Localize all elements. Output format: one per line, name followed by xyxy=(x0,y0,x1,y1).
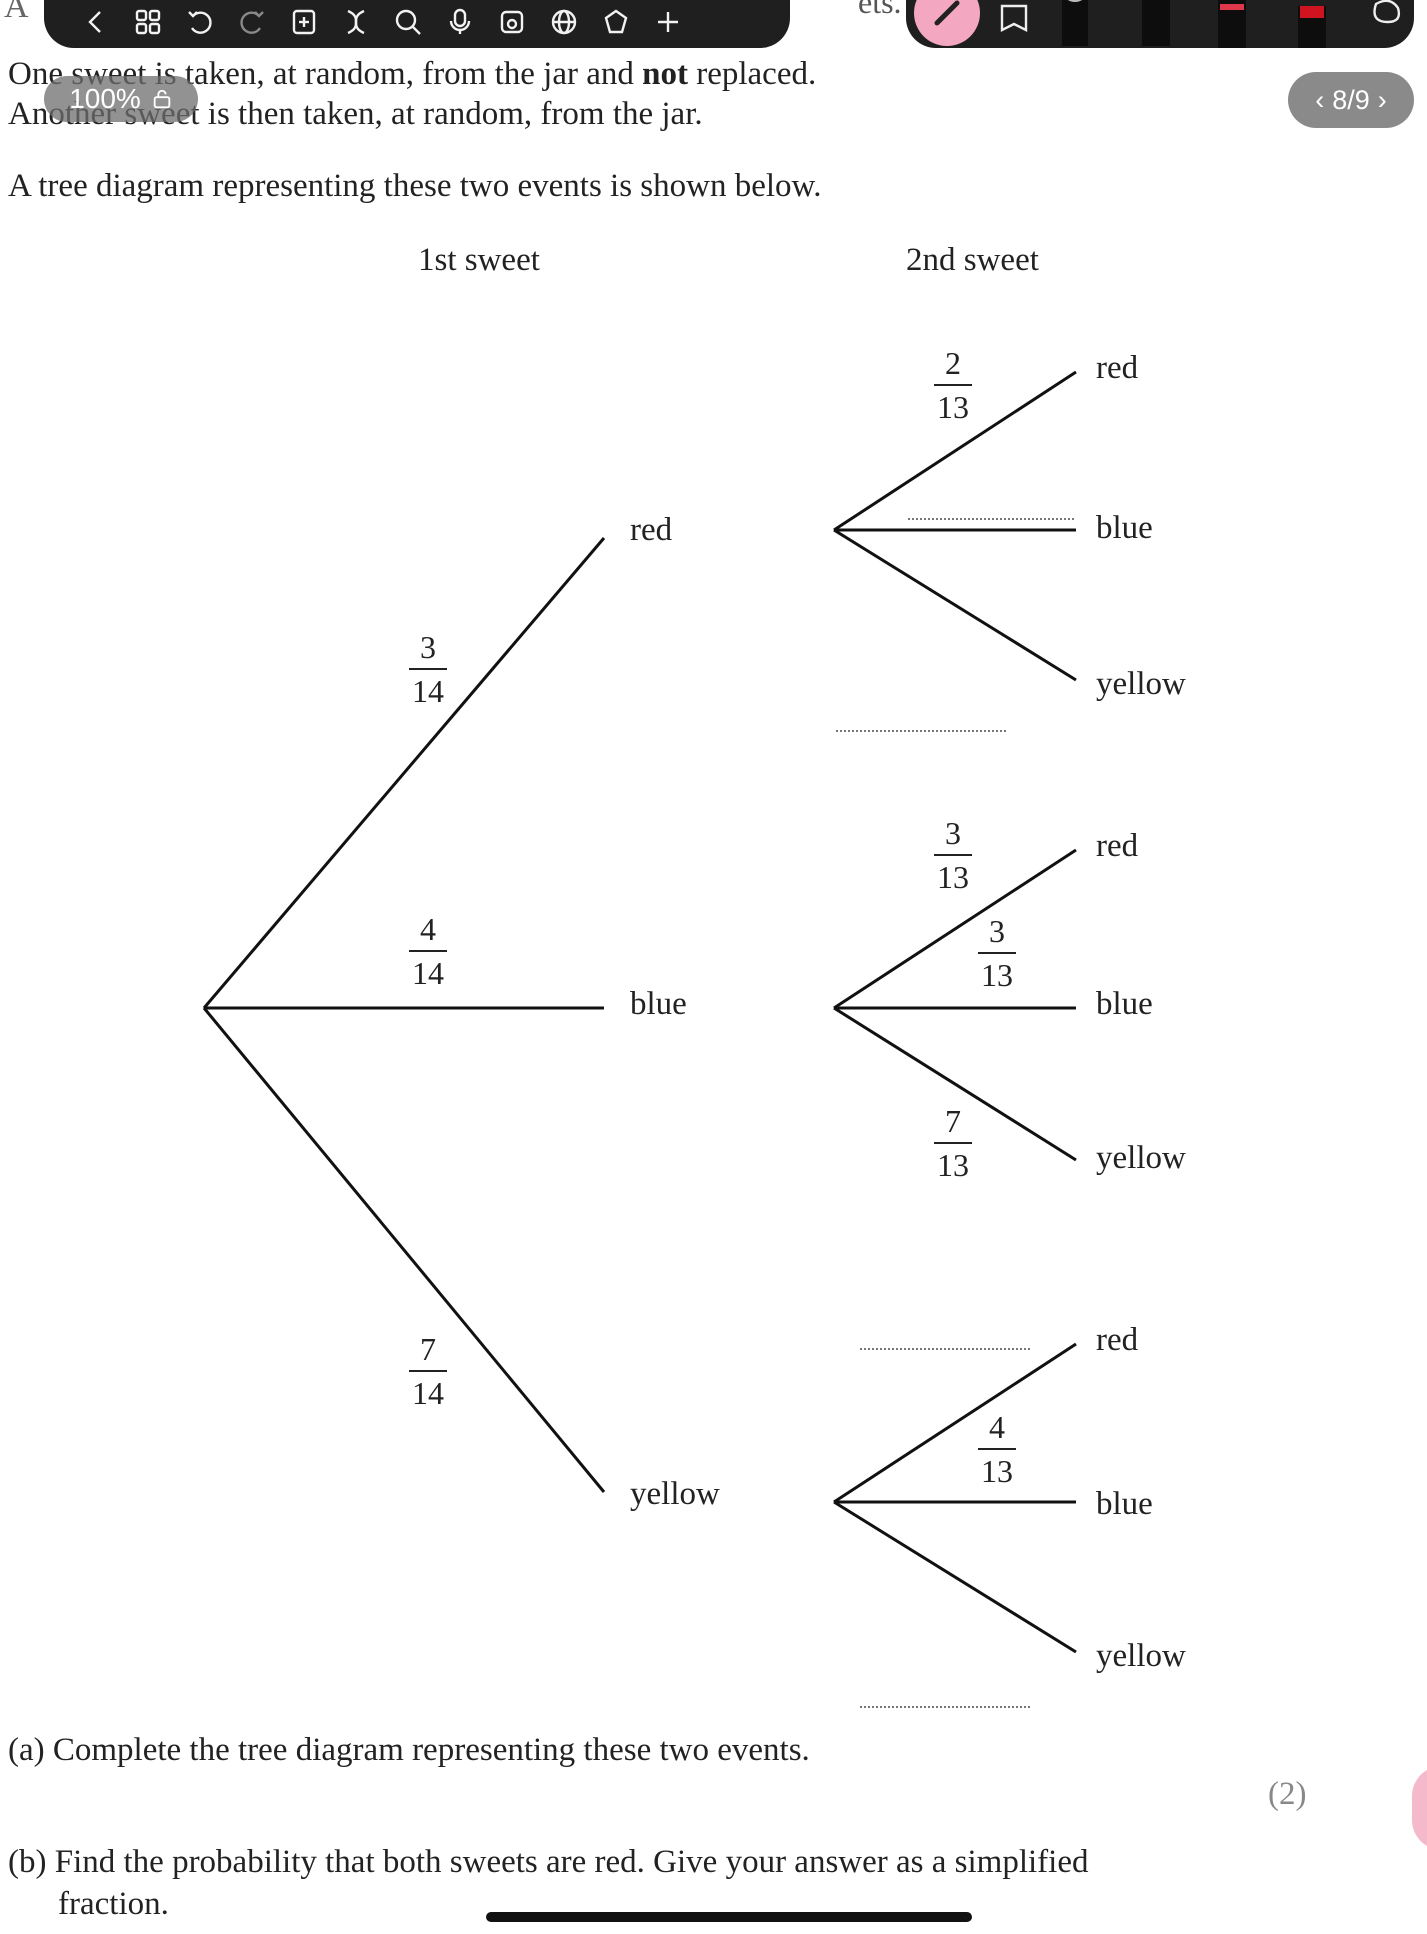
fraction-bar xyxy=(978,1448,1016,1450)
add-icon[interactable] xyxy=(642,0,694,45)
numerator: 3 xyxy=(989,913,1005,949)
branch-yellow xyxy=(202,1007,606,1493)
lock-icon xyxy=(153,89,171,109)
numerator: 2 xyxy=(945,345,961,381)
chevron-right-icon[interactable]: › xyxy=(1377,84,1387,115)
outcome-label-red: red xyxy=(630,512,673,548)
web-icon[interactable] xyxy=(538,0,590,45)
branch-by xyxy=(833,1006,1077,1162)
question-line-3: A tree diagram representing these two ev… xyxy=(8,168,822,204)
answer-space-red-blue[interactable] xyxy=(908,518,1074,520)
branch-br xyxy=(833,848,1077,1010)
page-number: 8/9 xyxy=(1332,84,1370,115)
branch-yr xyxy=(833,1342,1077,1504)
denominator: 14 xyxy=(412,1375,444,1411)
floating-tool-handle[interactable] xyxy=(1412,1766,1427,1850)
search-icon[interactable] xyxy=(382,0,434,45)
text-segment: replaced. xyxy=(687,56,817,92)
outcome-label-yellow: yellow xyxy=(1096,1140,1186,1176)
pen-icon xyxy=(934,0,960,26)
outcome-label-red: red xyxy=(1096,1322,1139,1358)
denominator: 13 xyxy=(981,1453,1013,1489)
thumbnails-icon[interactable] xyxy=(122,0,174,45)
numerator: 3 xyxy=(945,815,961,851)
microphone-icon[interactable] xyxy=(434,0,486,45)
numerator: 4 xyxy=(989,1409,1005,1445)
part-b-text-2: fraction. xyxy=(58,1886,169,1922)
page-navigator[interactable]: ‹ 8/9 › xyxy=(1288,72,1414,128)
marks-a: (2) xyxy=(1268,1776,1307,1812)
zoom-indicator[interactable]: 100% xyxy=(44,76,198,122)
answer-space-yellow-yellow[interactable] xyxy=(860,1706,1030,1708)
outcome-label-blue: blue xyxy=(1096,510,1153,546)
denominator: 13 xyxy=(937,389,969,425)
dna-icon[interactable] xyxy=(330,0,382,45)
denominator: 13 xyxy=(981,957,1013,993)
chevron-left-icon[interactable]: ‹ xyxy=(1315,84,1325,115)
branch-red xyxy=(202,537,606,1009)
numerator: 4 xyxy=(420,911,436,947)
denominator: 13 xyxy=(937,1147,969,1183)
outcome-label-yellow: yellow xyxy=(630,1476,720,1512)
outcome-label-red: red xyxy=(1096,350,1139,386)
fraction-bar xyxy=(934,1142,972,1144)
add-page-icon[interactable] xyxy=(278,0,330,45)
branch-ry xyxy=(833,528,1077,682)
undo-icon[interactable] xyxy=(174,0,226,45)
fraction-bar xyxy=(934,384,972,386)
outcome-label-blue: blue xyxy=(1096,986,1153,1022)
outcome-label-yellow: yellow xyxy=(1096,1638,1186,1674)
header-first-sweet: 1st sweet xyxy=(418,242,540,278)
fraction-bar xyxy=(934,854,972,856)
branch-yy xyxy=(833,1500,1077,1654)
denominator: 14 xyxy=(412,955,444,991)
answer-space-yellow-red[interactable] xyxy=(860,1348,1030,1350)
fraction-bar xyxy=(409,1370,447,1372)
fraction-bar xyxy=(409,668,447,670)
branch-rr xyxy=(833,370,1077,532)
home-indicator[interactable] xyxy=(486,1912,972,1922)
denominator: 14 xyxy=(412,673,444,709)
bold-word: not xyxy=(642,56,688,92)
outcome-label-blue: blue xyxy=(1096,1486,1153,1522)
outcome-label-red: red xyxy=(1096,828,1139,864)
numerator: 7 xyxy=(420,1331,436,1367)
clip-icon[interactable] xyxy=(486,0,538,45)
header-second-sweet: 2nd sweet xyxy=(906,242,1039,278)
shape-icon[interactable] xyxy=(590,0,642,45)
cut-off-text: A xyxy=(4,0,29,25)
fraction-bar xyxy=(978,952,1016,954)
redo-icon[interactable] xyxy=(226,0,278,45)
top-toolbar xyxy=(44,0,790,48)
numerator: 7 xyxy=(945,1103,961,1139)
numerator: 3 xyxy=(420,629,436,665)
zoom-label: 100% xyxy=(69,83,141,114)
back-icon[interactable] xyxy=(70,0,122,45)
part-b-text-1: (b) Find the probability that both sweet… xyxy=(8,1844,1089,1880)
denominator: 13 xyxy=(937,859,969,895)
outcome-label-yellow: yellow xyxy=(1096,666,1186,702)
answer-space-red-yellow[interactable] xyxy=(836,730,1006,732)
fraction-bar xyxy=(409,950,447,952)
cut-off-text: ets. xyxy=(858,0,902,20)
outcome-label-blue: blue xyxy=(630,986,687,1022)
pen-tray xyxy=(906,0,1414,48)
part-a-text: (a) Complete the tree diagram representi… xyxy=(8,1732,810,1768)
